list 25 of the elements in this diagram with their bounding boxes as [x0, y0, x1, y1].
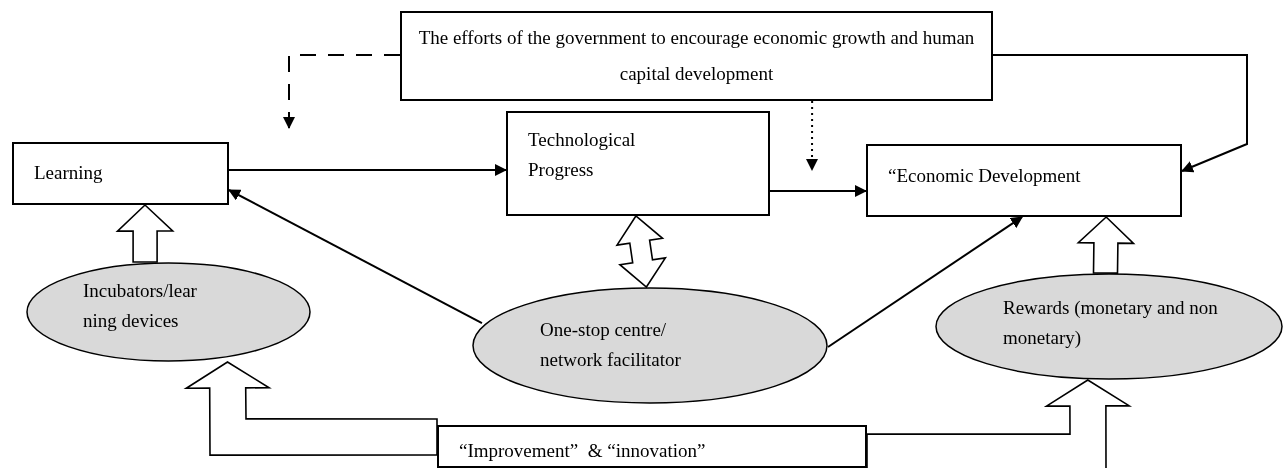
process-box	[12, 142, 229, 205]
oval-label: One-stop centre/ network facilitator	[540, 319, 681, 370]
oval-label: Incubators/lear ning devices	[83, 280, 197, 331]
arrow	[283, 54, 401, 129]
box-label: “Improvement” & “innovation”	[459, 440, 706, 461]
process-box	[506, 111, 770, 216]
process-box	[437, 425, 867, 468]
arrow	[228, 164, 507, 176]
arrow	[769, 185, 867, 197]
arrow	[827, 216, 1024, 348]
box-label: The efforts of the government to encourage economic growth and human capital development	[418, 26, 975, 86]
block-arrow	[183, 361, 438, 456]
oval-label: Rewards (monetary and non monetary)	[1003, 297, 1218, 348]
block-arrow	[615, 214, 668, 289]
arrow	[228, 189, 483, 325]
box-label: Learning	[34, 161, 103, 186]
box-label: Technological Progress	[528, 129, 636, 180]
arrow	[992, 54, 1248, 173]
process-box	[866, 144, 1182, 217]
block-arrow	[866, 379, 1133, 468]
box-label: “Economic Development	[888, 165, 1081, 186]
block-arrow	[1076, 215, 1136, 274]
process-box	[400, 11, 993, 101]
block-arrow	[115, 203, 175, 263]
arrow	[806, 100, 818, 171]
